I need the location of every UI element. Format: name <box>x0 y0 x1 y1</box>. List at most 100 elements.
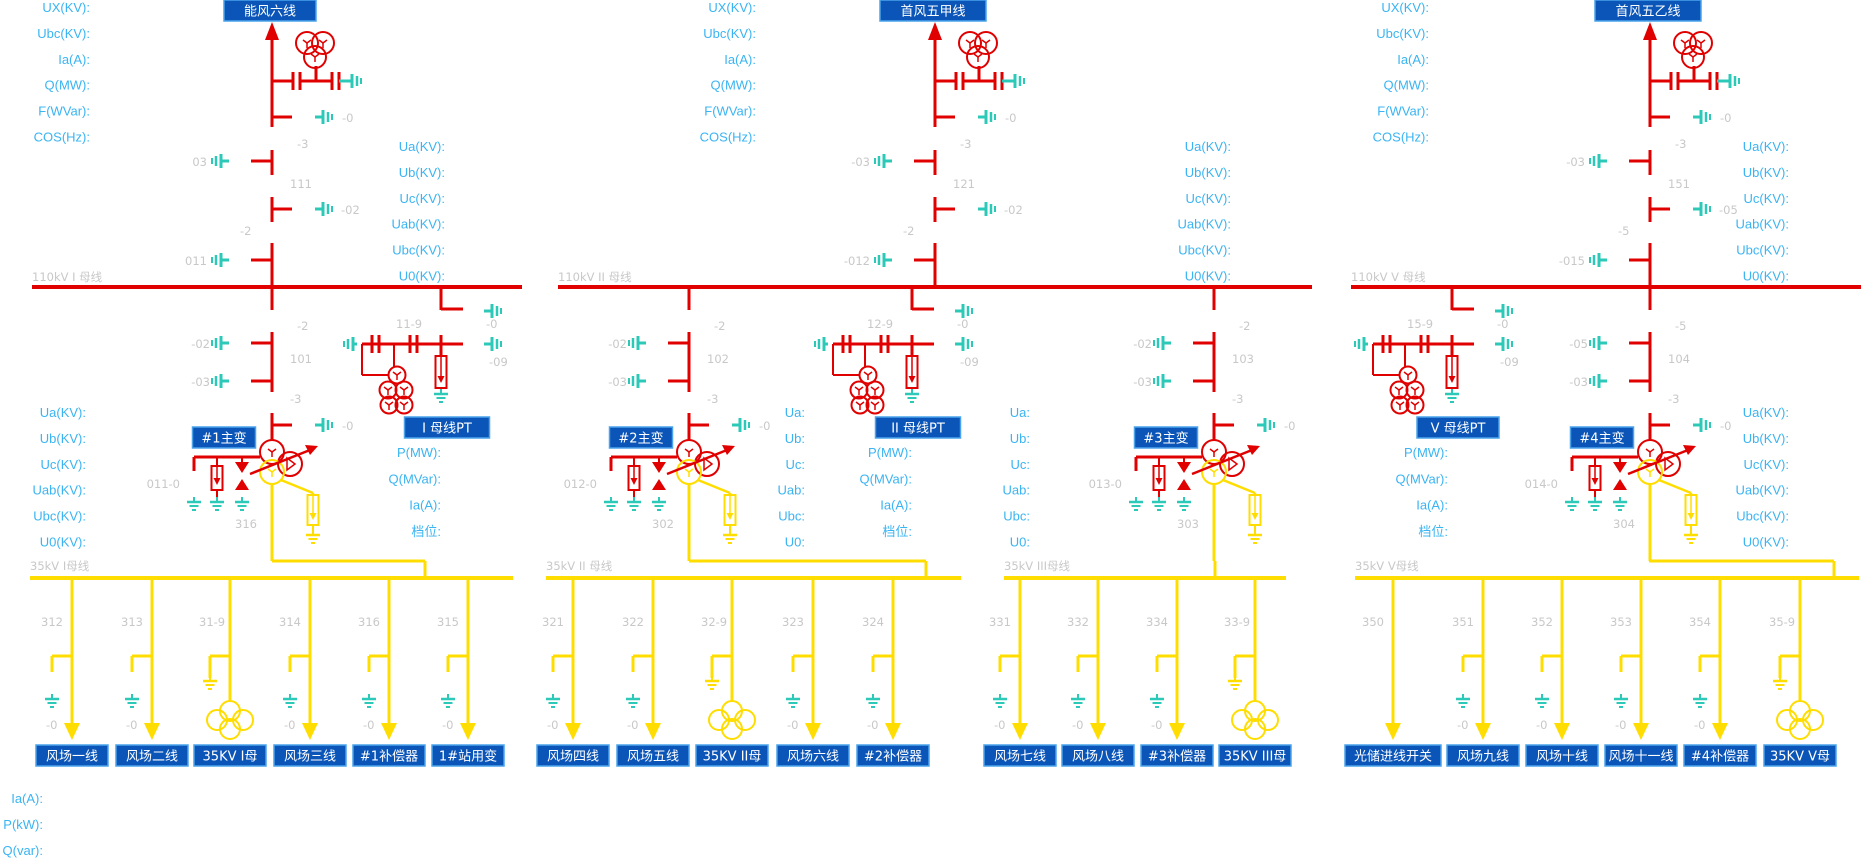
bus-35kv[interactable]: 35kV III母线 <box>1004 559 1286 580</box>
ground-icon[interactable] <box>628 336 646 350</box>
ground-icon[interactable] <box>1589 336 1607 350</box>
ground-icon[interactable] <box>1589 154 1607 168</box>
pt-title-button[interactable]: I 母线PT <box>403 416 491 439</box>
bus-35kv[interactable]: 35kV I母线 <box>30 559 513 580</box>
switch-label: -02 <box>1004 203 1023 217</box>
ground-icon[interactable] <box>211 374 229 388</box>
ground-icon[interactable] <box>339 74 362 88</box>
switch-label: -09 <box>489 355 508 369</box>
branch-number: 324 <box>862 615 884 629</box>
switch-label: -0 <box>442 718 453 732</box>
ground-icon[interactable] <box>484 304 502 318</box>
bus-measure-label: Uab(KV): <box>1736 217 1789 232</box>
ground-icon[interactable] <box>1153 374 1171 388</box>
branch-name-button[interactable]: 1#站用变 <box>431 744 505 767</box>
branch-name-button[interactable]: #1补偿器 <box>352 744 426 767</box>
feeder-title-button[interactable]: 首风五乙线 <box>1594 0 1702 22</box>
transformer-title-button[interactable]: #1主变 <box>191 426 257 449</box>
branch-name-button[interactable]: #3补偿器 <box>1140 744 1214 767</box>
ground-icon[interactable] <box>1495 304 1513 318</box>
branch-name-button[interactable]: 风场八线 <box>1061 744 1135 767</box>
ground-icon[interactable] <box>1589 374 1607 388</box>
branch-name-button-bg <box>1683 744 1757 767</box>
branch-name-button[interactable]: 35KV V母 <box>1763 744 1837 767</box>
branch-name-button-bg <box>273 744 347 767</box>
pt-measure-label: 档位: <box>882 524 912 539</box>
ground-icon[interactable] <box>315 418 333 432</box>
delta-mark <box>703 456 714 472</box>
branch-name-button[interactable]: 光储进线开关 <box>1344 744 1442 767</box>
bus-label: 35kV I母线 <box>30 559 90 573</box>
branch-name-button[interactable]: 35KV II母 <box>695 744 769 767</box>
branch-name-button[interactable]: 风场六线 <box>776 744 850 767</box>
pt-title-button[interactable]: II 母线PT <box>874 416 962 439</box>
branch-name-button[interactable]: #4补偿器 <box>1683 744 1757 767</box>
transformer-measure-label: U0(KV): <box>40 535 86 550</box>
pt-title-button[interactable]: V 母线PT <box>1416 416 1500 439</box>
switch-label: 11-9 <box>396 317 422 331</box>
branch-name-button[interactable]: #2补偿器 <box>856 744 930 767</box>
winding-mark <box>854 386 860 391</box>
bus-110kv[interactable]: 110kV I 母线 <box>32 270 522 289</box>
ground-icon[interactable] <box>1717 74 1740 88</box>
ground-icon[interactable] <box>874 253 892 267</box>
branch-name-button[interactable]: 35KV III母 <box>1218 744 1292 767</box>
ground-icon[interactable] <box>1693 202 1711 216</box>
ground-icon[interactable] <box>1257 418 1275 432</box>
ground-icon[interactable] <box>1354 337 1368 351</box>
bus-measure-label: U0(KV): <box>399 269 445 284</box>
feeder-measure-label: UX(KV): <box>708 0 756 15</box>
ground-icon[interactable] <box>211 336 229 350</box>
ground-icon[interactable] <box>978 110 996 124</box>
ground-icon[interactable] <box>1002 74 1025 88</box>
transformer-title-button[interactable]: #3主变 <box>1133 426 1199 449</box>
ground-icon[interactable] <box>343 337 357 351</box>
neutral-arrow-down <box>1613 462 1627 473</box>
ground-icon[interactable] <box>1153 336 1171 350</box>
ground-icon[interactable] <box>955 304 973 318</box>
switch-label: -0 <box>1720 419 1731 433</box>
ground-icon[interactable] <box>628 374 646 388</box>
transformer-title-button[interactable]: #2主变 <box>608 426 674 449</box>
ground-icon[interactable] <box>315 110 333 124</box>
branch-name-button[interactable]: 风场九线 <box>1446 744 1520 767</box>
branch-name-button[interactable]: 风场五线 <box>616 744 690 767</box>
feeder-title-button[interactable]: 能风六线 <box>223 0 317 22</box>
ground-icon[interactable] <box>211 253 229 267</box>
switch-label: 12-9 <box>867 317 893 331</box>
branch-name-button[interactable]: 风场七线 <box>983 744 1057 767</box>
feeder-title-button[interactable]: 首风五甲线 <box>879 0 987 22</box>
ground-icon[interactable] <box>1495 337 1513 351</box>
branch-name-button[interactable]: 风场二线 <box>115 744 189 767</box>
branch-name-button[interactable]: 35KV I母 <box>193 744 267 767</box>
pt-title-button-label: II 母线PT <box>891 422 945 437</box>
breaker-label: 104 <box>1668 352 1690 366</box>
feeder-measure-label: Ia(A): <box>1397 52 1429 67</box>
ground-icon[interactable] <box>1693 418 1711 432</box>
ground-icon[interactable] <box>484 337 502 351</box>
ground-icon[interactable] <box>978 202 996 216</box>
branch-name-button[interactable]: 风场十一线 <box>1604 744 1678 767</box>
ground-icon[interactable] <box>732 418 750 432</box>
bus-measure-label: Ubc(KV): <box>1736 243 1789 258</box>
bus-110kv[interactable]: 110kV V 母线 <box>1351 270 1861 289</box>
branch-name-button[interactable]: 风场一线 <box>35 744 109 767</box>
ground-icon[interactable] <box>315 202 333 216</box>
branch-name-button[interactable]: 风场三线 <box>273 744 347 767</box>
branch-name-button[interactable]: 风场四线 <box>536 744 610 767</box>
ground-icon[interactable] <box>874 154 892 168</box>
bus-35kv[interactable]: 35kV II 母线 <box>546 559 961 580</box>
ground-icon[interactable] <box>814 337 828 351</box>
ground-icon[interactable] <box>955 337 973 351</box>
outgoing-arrow <box>1090 723 1106 740</box>
ground-icon[interactable] <box>1589 253 1607 267</box>
ground-icon[interactable] <box>1693 110 1711 124</box>
branch-name-button[interactable]: 风场十线 <box>1525 744 1599 767</box>
ground-icon[interactable] <box>211 154 229 168</box>
winding-mark <box>1209 468 1215 473</box>
bus-35kv[interactable]: 35kV V母线 <box>1355 559 1859 580</box>
transformer-title-button[interactable]: #4主变 <box>1569 426 1635 449</box>
